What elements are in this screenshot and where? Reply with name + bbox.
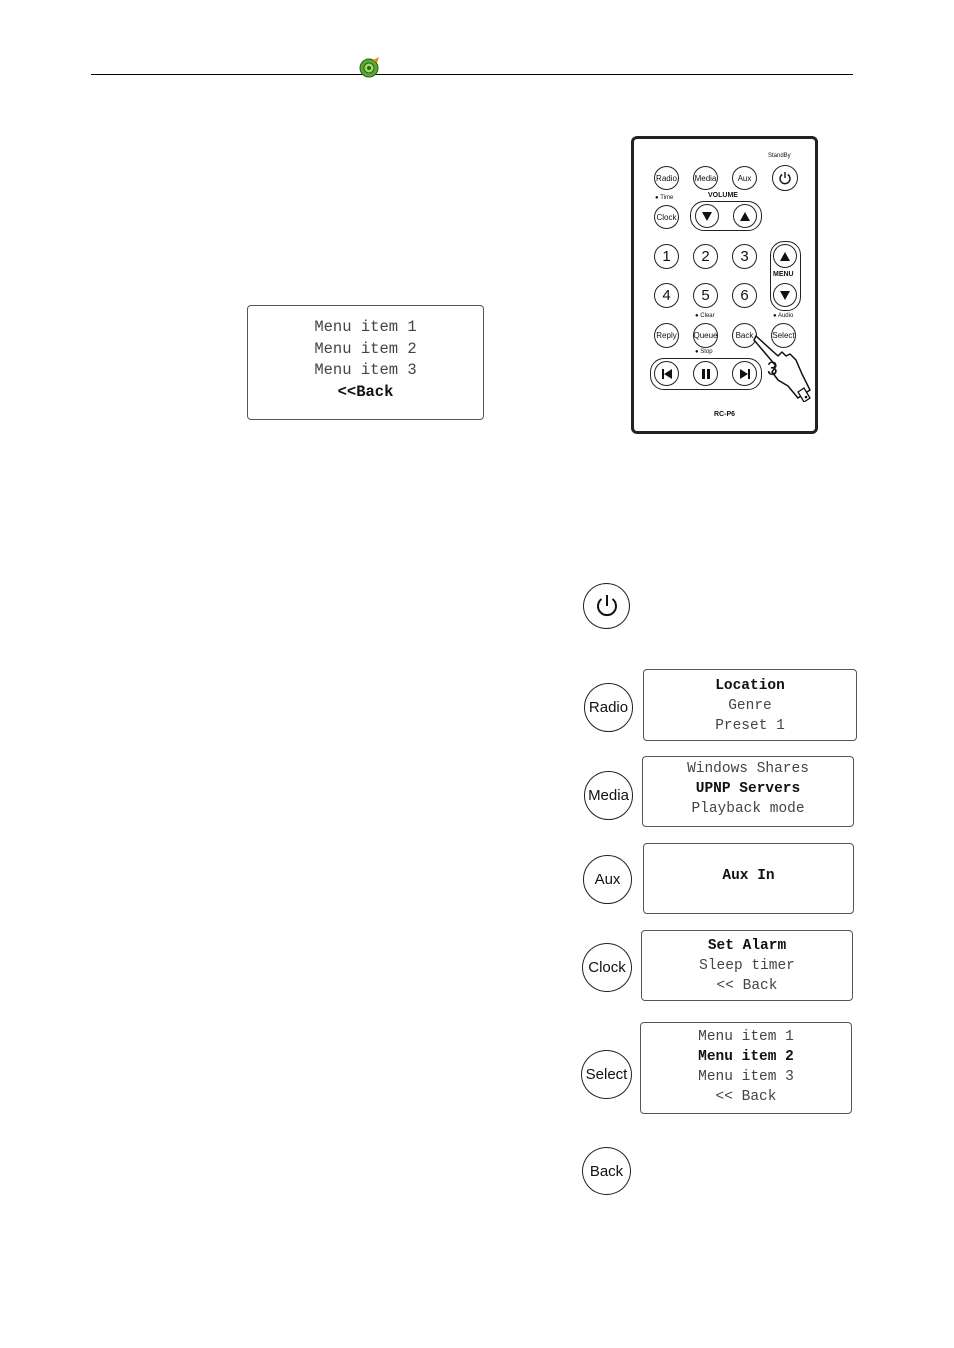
clock-screen: Set Alarm Sleep timer << Back: [641, 930, 853, 1001]
remote-num-1[interactable]: 1: [654, 244, 679, 269]
menu-up-button[interactable]: [773, 244, 797, 268]
audio-label-text: Audio: [777, 313, 794, 319]
brand-logo-icon: [359, 57, 379, 78]
remote-media-button[interactable]: Media: [693, 166, 718, 190]
main-display-line-3: Menu item 3: [314, 361, 417, 379]
time-label-text: Time: [660, 195, 674, 201]
radio-button[interactable]: Radio: [584, 683, 633, 732]
remote-aux-button[interactable]: Aux: [732, 166, 757, 190]
clear-label-text: Clear: [700, 313, 715, 319]
select-button[interactable]: Select: [581, 1050, 632, 1099]
select-screen-line-3: Menu item 3: [698, 1069, 794, 1085]
radio-screen: Location Genre Preset 1: [643, 669, 857, 741]
callout-number: 3: [767, 359, 778, 380]
volume-up-button[interactable]: [733, 204, 757, 228]
audio-label: ● Audio: [773, 313, 794, 319]
volume-rocker: [690, 201, 762, 231]
media-screen-line-2: UPNP Servers: [695, 781, 801, 797]
remote-pause-button[interactable]: [693, 361, 718, 386]
select-screen: Menu item 1 Menu item 2 Menu item 3 << B…: [640, 1022, 852, 1114]
clock-button[interactable]: Clock: [582, 943, 632, 992]
menu-down-button[interactable]: [773, 283, 797, 307]
aux-screen: Aux In: [643, 843, 854, 914]
select-screen-line-1: Menu item 1: [698, 1029, 794, 1045]
power-icon: [596, 595, 617, 617]
time-label: ● Time: [655, 195, 674, 201]
main-display-screen: Menu item 1 Menu item 2 Menu item 3 <<Ba…: [247, 305, 484, 420]
remote-num-4[interactable]: 4: [654, 283, 679, 308]
remote-radio-button[interactable]: Radio: [654, 166, 679, 190]
volume-down-button[interactable]: [695, 204, 719, 228]
menu-label: MENU: [773, 271, 794, 278]
remote-num-3[interactable]: 3: [732, 244, 757, 269]
radio-screen-line-2: Genre: [728, 698, 772, 714]
main-display-line-2: Menu item 2: [314, 339, 417, 358]
back-button[interactable]: Back: [582, 1147, 631, 1195]
triangle-down-icon: [702, 211, 712, 221]
remote-prev-button[interactable]: [654, 361, 679, 386]
clock-screen-line-2: Sleep timer: [699, 958, 795, 974]
transport-rocker: [650, 358, 762, 390]
volume-label: VOLUME: [708, 192, 738, 199]
clear-label: ● Clear: [695, 313, 715, 319]
media-screen-line-1: Windows Shares: [687, 761, 809, 777]
main-display-line-4: <<Back: [337, 382, 394, 401]
clock-screen-line-1: Set Alarm: [707, 938, 787, 954]
skip-forward-icon: [739, 368, 750, 379]
stop-label-text: Stop: [700, 349, 713, 355]
remote-model-label: RC-P6: [714, 411, 736, 418]
remote-num-5[interactable]: 5: [693, 283, 718, 308]
triangle-down-icon: [780, 290, 790, 300]
media-button[interactable]: Media: [584, 771, 633, 820]
power-icon: [779, 172, 791, 185]
remote-standby-button[interactable]: [772, 165, 798, 191]
remote-num-6[interactable]: 6: [732, 283, 757, 308]
select-screen-line-4: << Back: [715, 1089, 777, 1105]
remote-select-button[interactable]: Select: [771, 323, 796, 348]
select-screen-line-2: Menu item 2: [698, 1049, 794, 1065]
clock-screen-line-3: << Back: [716, 978, 778, 994]
main-display-line-1: Menu item 1: [314, 318, 417, 336]
radio-screen-line-3: Preset 1: [715, 718, 785, 734]
header-rule: [91, 74, 853, 75]
pause-icon: [701, 368, 710, 379]
media-screen: Windows Shares UPNP Servers Playback mod…: [642, 756, 854, 827]
remote-next-button[interactable]: [732, 361, 757, 386]
standby-label: StandBy: [768, 153, 791, 159]
aux-screen-line-1: Aux In: [722, 868, 775, 884]
skip-back-icon: [661, 368, 672, 379]
triangle-up-icon: [780, 251, 790, 261]
radio-screen-line-1: Location: [715, 678, 785, 694]
triangle-up-icon: [740, 211, 750, 221]
remote-num-2[interactable]: 2: [693, 244, 718, 269]
remote-back-button[interactable]: Back: [732, 323, 757, 348]
menu-rocker: [770, 241, 801, 311]
remote-queue-button[interactable]: Queue: [693, 323, 718, 348]
remote-reply-button[interactable]: Reply: [654, 323, 679, 348]
media-screen-line-3: Playback mode: [691, 801, 805, 817]
pointing-hand-icon: [753, 335, 811, 402]
remote-control: StandBy Radio Media Aux ● Time Clock VOL…: [631, 136, 818, 434]
standby-button[interactable]: [583, 583, 630, 629]
aux-button[interactable]: Aux: [583, 855, 632, 904]
stop-label: ● Stop: [695, 349, 713, 355]
remote-clock-button[interactable]: Clock: [654, 205, 679, 229]
